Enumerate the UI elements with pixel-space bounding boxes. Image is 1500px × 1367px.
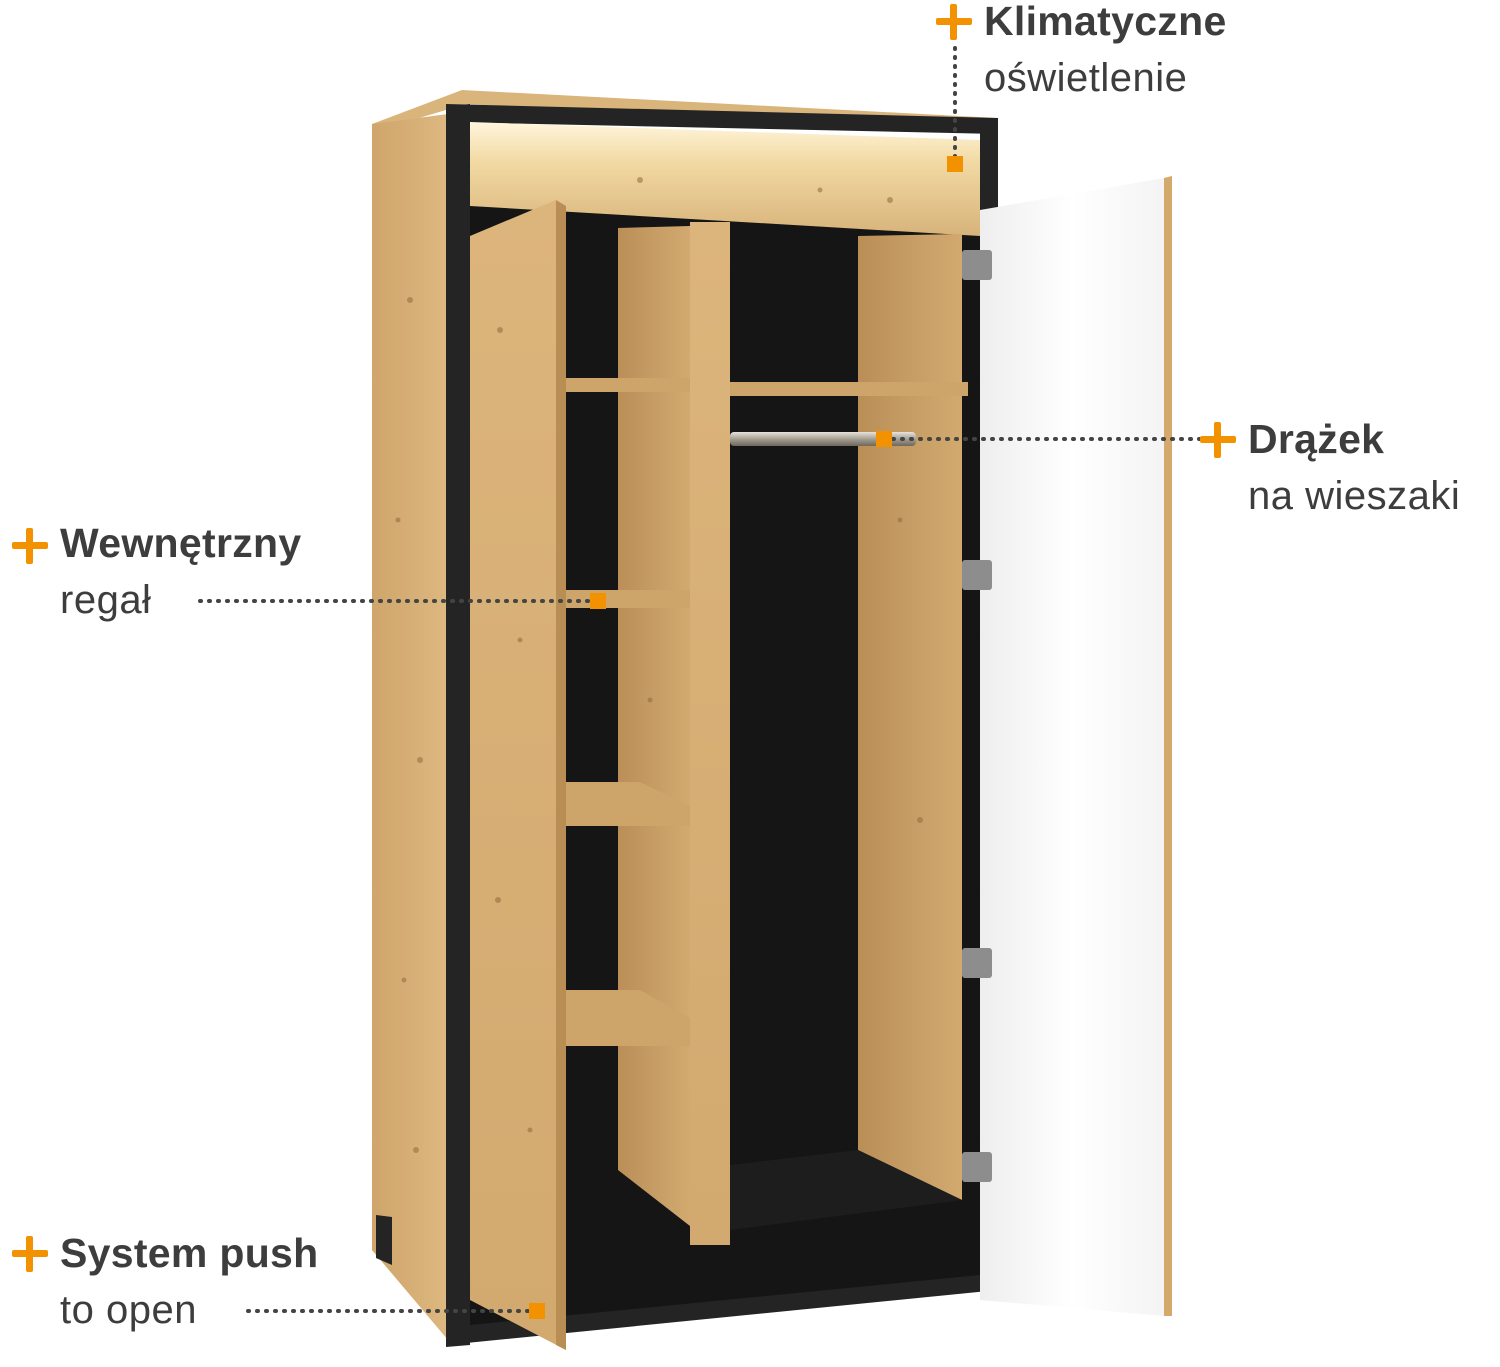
plus-icon: [936, 4, 972, 40]
lighting-header-board: [470, 122, 980, 236]
hat-shelf: [730, 382, 968, 396]
callout-push: System push to open: [12, 1230, 352, 1340]
shelf: [565, 378, 690, 392]
wood-knots: [395, 177, 923, 1153]
callout-lighting: Klimatyczne oświetlenie: [936, 0, 1266, 110]
left-shelves: [565, 378, 690, 1046]
callout-rail-subtitle: na wieszaki: [1248, 474, 1461, 518]
callout-shelf: Wewnętrzny regał: [12, 520, 342, 630]
shelf: [565, 782, 690, 826]
right-door-edge: [1164, 176, 1172, 1316]
left-compartment-inner-wall: [618, 226, 690, 1226]
right-door: [980, 178, 1164, 1316]
hanging-rail: [730, 432, 916, 446]
callout-shelf-title: Wewnętrzny: [60, 520, 302, 566]
wardrobe-frame-top: [446, 104, 998, 134]
plus-icon: [12, 1236, 48, 1272]
callout-lighting-title: Klimatyczne: [984, 0, 1227, 44]
marker-shelf: [590, 593, 606, 609]
callout-rail-title: Drążek: [1248, 416, 1385, 462]
callout-shelf-subtitle: regał: [60, 578, 152, 622]
callout-rail: Drążek na wieszaki: [1200, 416, 1500, 526]
wardrobe-frame-left: [446, 104, 470, 1347]
hinge-icon: [962, 250, 992, 1182]
wardrobe-leg-left: [376, 1215, 392, 1265]
wardrobe-left-side: [372, 114, 448, 1340]
marker-push: [529, 1303, 545, 1319]
wardrobe-frame-bottom: [446, 1272, 998, 1345]
leader-lines: [198, 46, 1202, 1313]
callout-push-subtitle: to open: [60, 1288, 197, 1332]
central-divider: [690, 222, 730, 1245]
right-compartment-inner-wall: [858, 234, 962, 1200]
callout-push-title: System push: [60, 1230, 319, 1276]
right-compartment-floor: [730, 1150, 962, 1230]
marker-dot-icon: [529, 156, 963, 1319]
marker-rail: [876, 431, 892, 447]
left-door: [470, 200, 566, 1350]
left-door-edge: [556, 200, 566, 1350]
plus-icon: [1200, 422, 1236, 458]
callout-lighting-subtitle: oświetlenie: [984, 56, 1188, 100]
marker-lighting: [947, 156, 963, 172]
plus-icon: [12, 528, 48, 564]
shelf: [565, 990, 690, 1046]
shelf: [565, 590, 690, 608]
